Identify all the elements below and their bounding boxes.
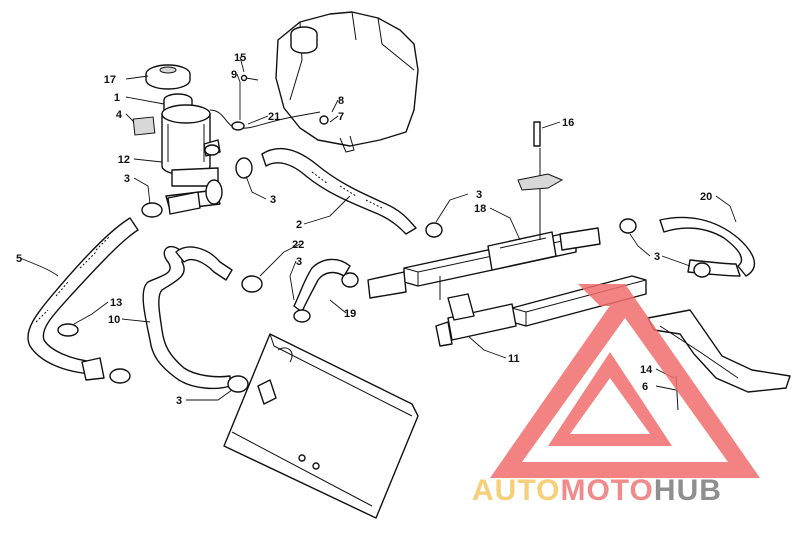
coolant-tank xyxy=(275,11,419,153)
watermark-text: AUTOMOTOHUB xyxy=(472,474,722,507)
leader-lines xyxy=(19,56,737,401)
watermark-text-hub: HUB xyxy=(654,474,722,507)
radiator-cap xyxy=(145,64,191,90)
callout-3-e: 3 xyxy=(296,256,302,268)
callout-21: 21 xyxy=(268,111,280,123)
hose-20 xyxy=(659,216,756,277)
callout-20: 20 xyxy=(700,191,712,203)
callout-3-c: 3 xyxy=(176,395,182,407)
callout-16: 16 xyxy=(562,117,574,129)
callout-labels: 17 1 4 12 3 3 5 13 10 3 15 9 21 8 7 2 3 … xyxy=(16,52,712,407)
hose-19 xyxy=(293,258,351,313)
hose-clamps xyxy=(57,144,711,393)
callout-8: 8 xyxy=(338,95,344,107)
hose-5 xyxy=(27,217,139,375)
callout-18: 18 xyxy=(474,203,486,215)
hose-10 xyxy=(142,246,231,390)
callout-4: 4 xyxy=(116,109,123,121)
watermark-logo xyxy=(490,284,760,478)
hose-end xyxy=(81,357,105,381)
screw-15 xyxy=(245,77,259,81)
sensor-16 xyxy=(517,121,564,240)
callout-5: 5 xyxy=(16,253,22,265)
callout-17: 17 xyxy=(104,74,116,86)
callout-22: 22 xyxy=(292,239,304,251)
callout-12: 12 xyxy=(118,154,130,166)
overflow-clamp xyxy=(231,121,245,131)
callout-3-d: 3 xyxy=(476,189,482,201)
callout-1: 1 xyxy=(114,92,120,104)
callout-10: 10 xyxy=(108,314,120,326)
callout-7: 7 xyxy=(338,111,344,123)
callout-2: 2 xyxy=(296,219,302,231)
callout-9: 9 xyxy=(231,69,237,81)
callout-3-a: 3 xyxy=(124,173,130,185)
watermark-triangle-inner xyxy=(548,352,672,446)
callout-6: 6 xyxy=(642,381,648,393)
callout-3-f: 3 xyxy=(654,251,660,263)
watermark-triangle-outer xyxy=(490,284,760,478)
callout-19: 19 xyxy=(344,308,356,320)
callout-15: 15 xyxy=(234,52,246,64)
callout-11: 11 xyxy=(508,353,520,365)
watermark-text-moto: MOTO xyxy=(560,474,653,507)
callout-14: 14 xyxy=(640,364,653,376)
watermark-text-auto: AUTO xyxy=(472,474,560,507)
watermark-triangle-notch xyxy=(578,284,640,306)
heat-exchanger-18 xyxy=(367,227,601,299)
radiator-panel xyxy=(223,333,419,519)
decal xyxy=(132,116,156,136)
hose-2 xyxy=(261,147,417,235)
callout-3-b: 3 xyxy=(270,194,276,206)
outlet-fitting xyxy=(167,191,201,215)
callout-13: 13 xyxy=(110,297,122,309)
